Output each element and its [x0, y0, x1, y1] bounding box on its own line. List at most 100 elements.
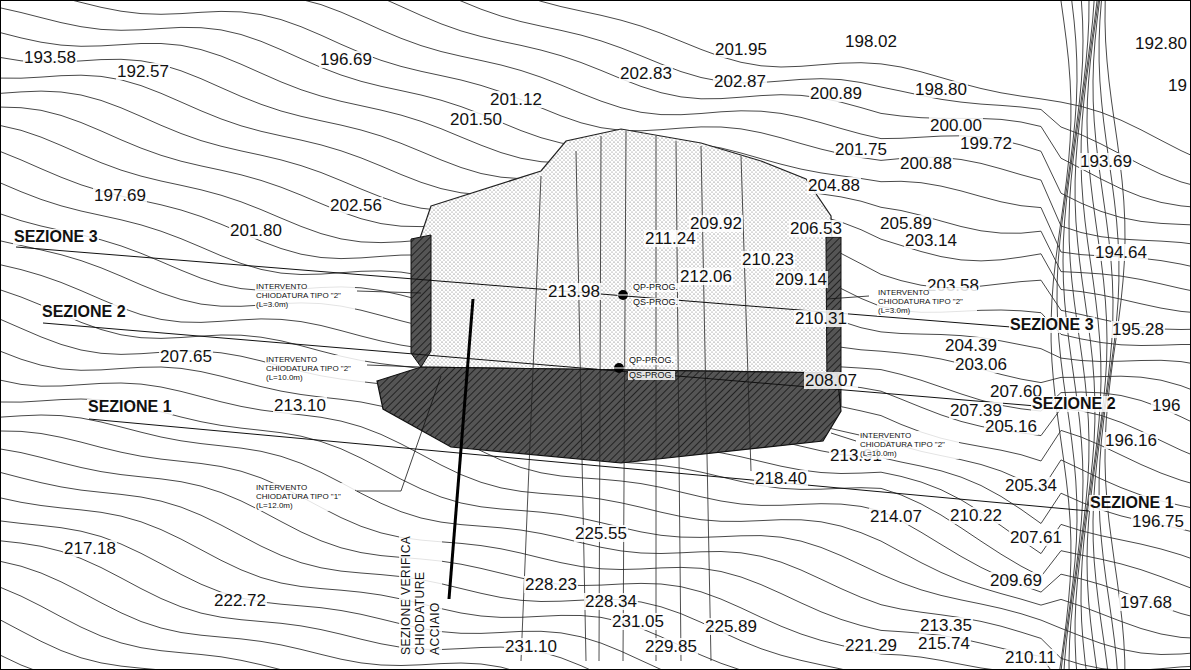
elevation-label: 231.05 [611, 613, 665, 630]
elevation-label: 192.57 [116, 63, 170, 80]
elevation-label: 215.74 [917, 635, 971, 652]
elevation-label: 210.31 [794, 310, 848, 327]
contour-line [1, 562, 1191, 670]
elevation-label: 221.29 [844, 637, 898, 654]
benchmark-symbols [613, 290, 629, 373]
elevation-label: 211.24 [644, 230, 697, 247]
section-label: SEZIONE 1 [1089, 495, 1175, 511]
elevation-label: 198.80 [914, 81, 968, 98]
elevation-label: 202.87 [713, 73, 767, 90]
elevation-label: 213.10 [273, 397, 327, 414]
contour-line [1081, 1, 1101, 670]
elevation-label: 194.64 [1094, 244, 1148, 261]
elevation-label: 201.80 [229, 222, 283, 239]
elevation-label: 196.69 [319, 51, 373, 68]
elevation-label: 199.72 [959, 135, 1013, 152]
benchmark-label: QS-PROG. [628, 371, 675, 380]
elevation-label: 204.39 [944, 337, 998, 354]
elevation-label: 205.34 [1004, 477, 1058, 494]
elevation-label: 198.02 [844, 33, 898, 50]
elevation-label: 209.69 [989, 572, 1043, 589]
intervention-note: INTERVENTO CHIODATURA TIPO "2" (L=10.0m) [265, 355, 365, 383]
elevation-label: 207.65 [159, 348, 213, 365]
elevation-label: 207.61 [1009, 529, 1063, 546]
elevation-label: 225.55 [574, 525, 628, 542]
elevation-label: 202.56 [329, 197, 383, 214]
elevation-label: 201.50 [449, 111, 503, 128]
elevation-label: 225.89 [704, 618, 758, 635]
section-label: SEZIONE 3 [1009, 317, 1095, 333]
verification-section [449, 299, 473, 599]
contour-line [1075, 1, 1095, 670]
elevation-label: 200.89 [809, 85, 863, 102]
leader-lines [357, 291, 869, 491]
elevation-label: 193.69 [1079, 153, 1133, 170]
nail-lines [521, 131, 751, 661]
elevation-label: 209.92 [689, 215, 743, 232]
contour-line [1093, 1, 1113, 670]
contour-line [1, 588, 1191, 670]
contour-line [1, 431, 1191, 670]
elevation-label: 201.75 [834, 141, 888, 158]
elevation-label: 213.98 [547, 283, 601, 300]
elevation-label: 229.85 [644, 638, 698, 655]
intervention-note: INTERVENTO CHIODATURA TIPO "1" (L=12.0m) [255, 483, 355, 511]
elevation-label: 217.18 [63, 540, 117, 557]
contour-line [1087, 1, 1107, 670]
elevation-label: 205.89 [879, 215, 933, 232]
elevation-label: 196.16 [1104, 432, 1158, 449]
elevation-label: 210.11 [1004, 649, 1057, 666]
elevation-label: 204.88 [807, 177, 861, 194]
section-label: SEZIONE 2 [1031, 396, 1117, 412]
elevation-label: 192.80 [1134, 35, 1188, 52]
elevation-label: 228.34 [584, 593, 638, 610]
elevation-label: 231.10 [504, 638, 558, 655]
intervention-note: INTERVENTO CHIODATURA TIPO "2" (L=10.0m) [859, 431, 959, 459]
elevation-label: 209.14 [774, 271, 828, 288]
benchmark-label: QP-PROG. [628, 356, 675, 365]
elevation-label: 213.35 [919, 617, 973, 634]
contour-line [1, 521, 1191, 670]
elevation-label: 210.22 [949, 507, 1003, 524]
elevation-label: 202.83 [619, 65, 673, 82]
retaining-wall [377, 367, 841, 463]
elevation-label: 208.07 [804, 372, 858, 389]
elevation-label: 19 [1167, 77, 1188, 94]
elevation-label: 196.75 [1131, 513, 1185, 530]
elevation-label: 196 [1151, 397, 1181, 414]
contour-line [1, 541, 1191, 670]
elevation-label: 197.68 [1119, 594, 1173, 611]
retaining-wall [411, 235, 431, 367]
contour-line [1, 126, 1191, 394]
elevation-label: 206.53 [789, 220, 843, 237]
section-label: SEZIONE 2 [41, 304, 127, 320]
elevation-label: 203.06 [954, 356, 1008, 373]
elevation-label: 193.58 [23, 49, 77, 66]
elevation-label: 214.07 [869, 508, 923, 525]
contour-line [1063, 1, 1083, 670]
section-label: SEZIONE 1 [87, 399, 173, 415]
elevation-label: 195.28 [1111, 321, 1165, 338]
contour-line [1057, 1, 1077, 670]
elevation-label: 203.14 [904, 232, 958, 249]
intervention-note: INTERVENTO CHIODATURA TIPO "2" (L=3.0m) [877, 288, 977, 316]
elevation-label: 212.06 [679, 268, 733, 285]
contour-line [1, 498, 1191, 670]
benchmark-label: QS-PROG. [632, 298, 679, 307]
section-label: SEZIONE 3 [13, 229, 99, 245]
elevation-label: 200.00 [929, 117, 983, 134]
elevation-label: 210.23 [741, 251, 795, 268]
contour-line [1, 473, 1191, 670]
elevation-label: 205.16 [984, 418, 1038, 435]
contour-line [1, 352, 1191, 619]
elevation-label: 201.95 [714, 41, 768, 58]
benchmark-label: QP-PROG. [632, 283, 679, 292]
section-note: SEZIONE VERIFICA CHIODATURE ACCIAIO [399, 524, 442, 656]
elevation-label: 207.39 [949, 402, 1003, 419]
elevation-label: 218.40 [754, 470, 808, 487]
elevation-label: 200.88 [899, 155, 953, 172]
intervention-note: INTERVENTO CHIODATURA TIPO "2" (L=3.0m) [255, 282, 355, 310]
elevation-label: 201.12 [489, 91, 543, 108]
